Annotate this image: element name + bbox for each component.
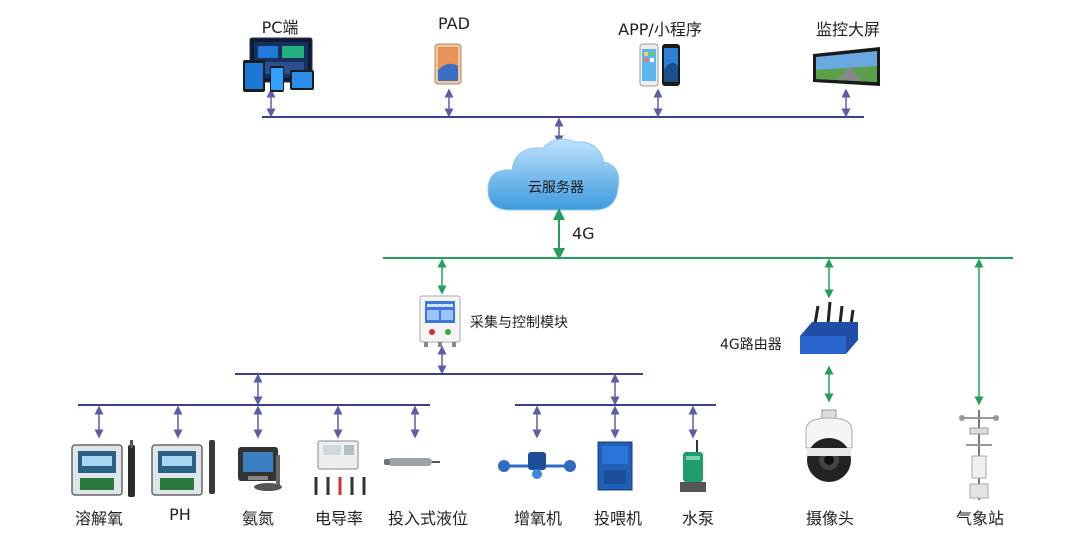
aerator-icon bbox=[498, 452, 576, 479]
aerator-label: 增氧机 bbox=[513, 509, 563, 528]
screen-label: 监控大屏 bbox=[815, 20, 881, 39]
pc-dashboard-icon bbox=[243, 37, 314, 92]
ph-meter-icon bbox=[151, 440, 215, 496]
smartphone-icon bbox=[639, 43, 680, 87]
weather-station-icon bbox=[959, 410, 999, 500]
tablet-icon bbox=[434, 43, 462, 85]
conductivity-label: 电导率 bbox=[314, 509, 364, 528]
do-meter-icon bbox=[71, 440, 135, 497]
do-label: 溶解氧 bbox=[74, 509, 124, 528]
pc-label: PC端 bbox=[261, 18, 299, 37]
camera-icon bbox=[805, 409, 853, 482]
feeder-icon bbox=[597, 441, 633, 491]
camera-label: 摄像头 bbox=[805, 509, 855, 528]
control-module-icon bbox=[419, 295, 461, 347]
link-4g-label: 4G bbox=[572, 224, 595, 243]
pump-label: 水泵 bbox=[681, 509, 715, 528]
app-label: APP/小程序 bbox=[618, 20, 702, 39]
collector-label: 采集与控制模块 bbox=[470, 315, 568, 331]
ammonia-meter-icon bbox=[238, 447, 282, 491]
cloud-icon bbox=[487, 138, 620, 211]
router-label: 4G路由器 bbox=[720, 337, 782, 353]
weather-label: 气象站 bbox=[955, 509, 1005, 528]
monitor-screen-icon bbox=[813, 47, 880, 86]
conductivity-sensor-icon bbox=[314, 440, 366, 495]
level-sensor-icon bbox=[384, 458, 440, 466]
pad-label: PAD bbox=[438, 14, 470, 33]
router-icon bbox=[800, 301, 858, 354]
ph-label: PH bbox=[169, 505, 191, 524]
feeder-label: 投喂机 bbox=[593, 509, 643, 528]
ammonia-label: 氨氮 bbox=[241, 509, 275, 528]
cloud-label: 云服务器 bbox=[528, 180, 584, 196]
level-label: 投入式液位 bbox=[387, 509, 469, 528]
water-pump-icon bbox=[680, 440, 706, 492]
